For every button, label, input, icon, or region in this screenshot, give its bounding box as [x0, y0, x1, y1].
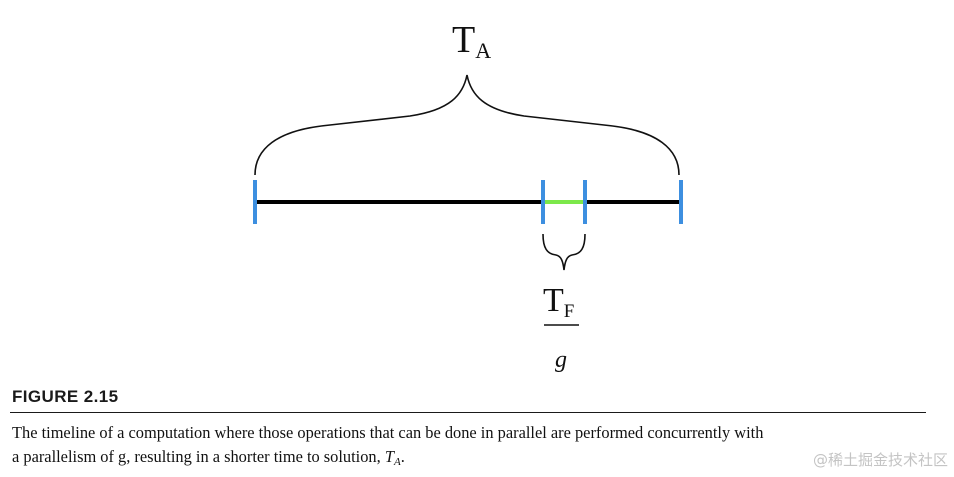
caption-math-symbol: TA — [384, 447, 401, 468]
caption-line-1: The timeline of a computation where thos… — [12, 423, 764, 442]
caption-end: . — [400, 447, 405, 466]
parallel-time-label-sub: F — [564, 301, 575, 322]
parallel-time-label-main: T — [543, 282, 564, 319]
parallelism-divisor: g — [555, 347, 567, 373]
parallel-time-label: TF — [543, 282, 574, 322]
overall-time-label-sub: A — [475, 38, 491, 63]
overall-time-brace — [254, 74, 680, 176]
caption-line-2-text: a parallelism of g, resulting in a short… — [12, 447, 385, 466]
caption-line-2: a parallelism of g, resulting in a short… — [12, 445, 912, 469]
watermark: @稀土掘金技术社区 — [812, 451, 948, 469]
caption-math-main: T — [384, 447, 394, 466]
caption-divider — [10, 412, 926, 413]
caption-math-sub: A — [393, 456, 401, 468]
figure-caption: The timeline of a computation where thos… — [12, 421, 912, 469]
timeline-diagram: TA TF g — [253, 19, 683, 373]
overall-time-label: TA — [452, 19, 491, 63]
parallel-time-brace — [542, 233, 586, 271]
figure-number: FIGURE 2.15 — [12, 387, 119, 406]
overall-time-label-main: T — [452, 19, 475, 61]
